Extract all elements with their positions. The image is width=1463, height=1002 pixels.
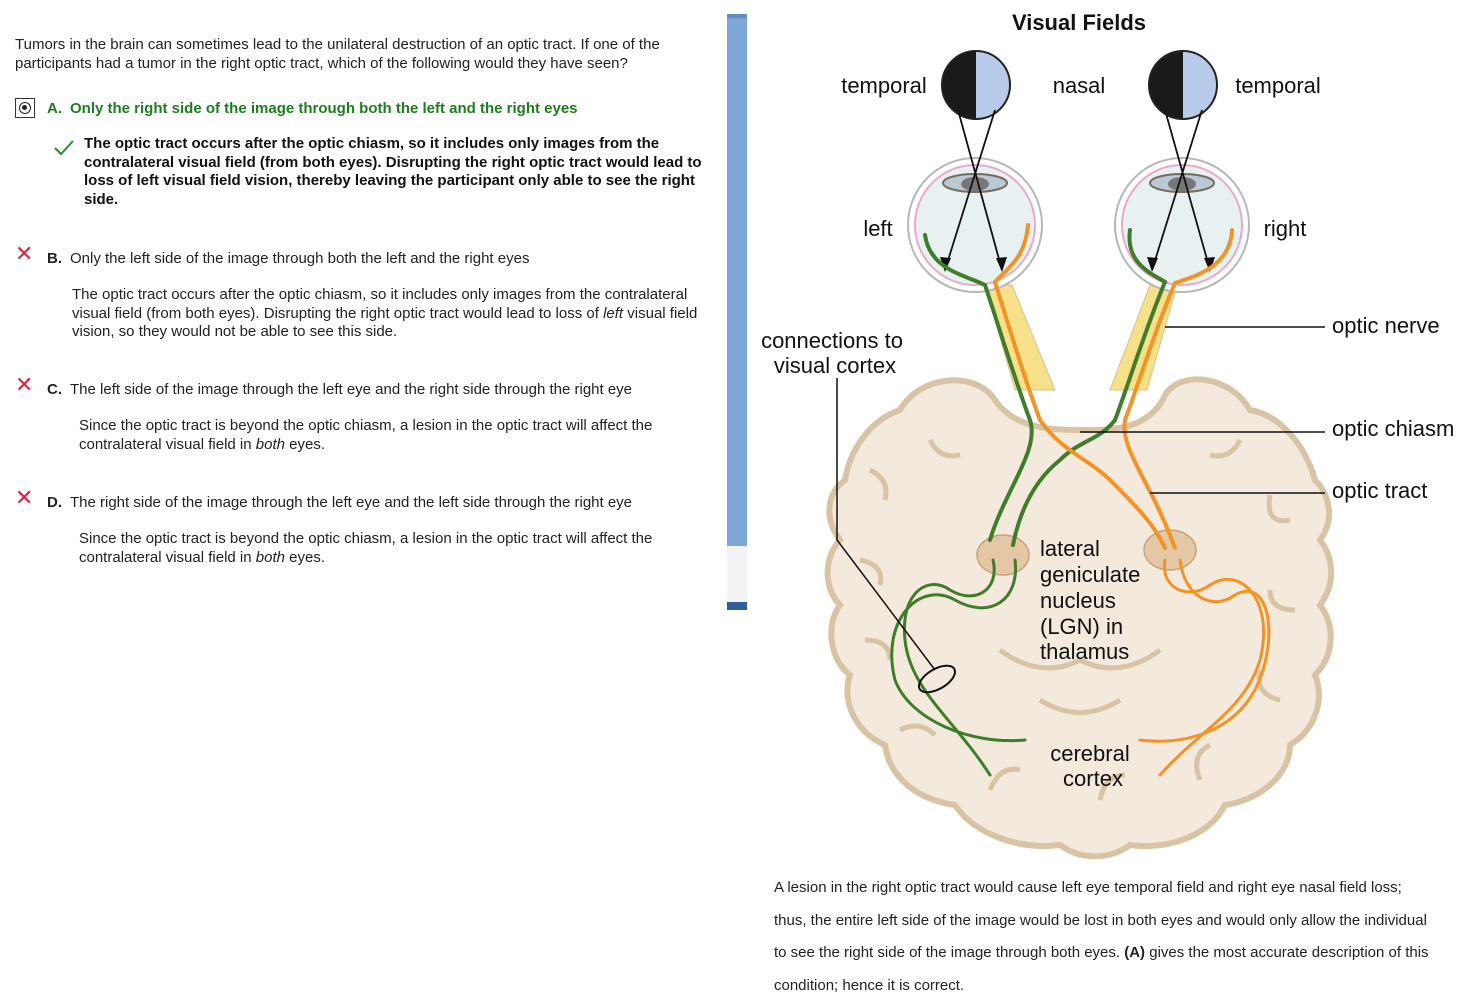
label-cortex-1: cerebral — [1050, 741, 1129, 766]
diagram-title: Visual Fields — [1012, 10, 1146, 35]
choice-d-explanation-em: both — [255, 548, 285, 566]
label-optic-chiasm: optic chiasm — [1332, 416, 1454, 441]
caption-pre: A lesion in the right optic tract would … — [774, 879, 1427, 961]
choice-d-explanation-pre: Since the optic tract is beyond the opti… — [79, 530, 653, 566]
visual-pathway-diagram: Visual Fields temporal nasal temporal le… — [761, 10, 1454, 860]
right-eyeball — [1114, 157, 1250, 293]
choice-c-letter: C. — [47, 381, 62, 398]
label-lgn-3: nucleus — [1040, 588, 1116, 613]
choice-d-explanation: Since the optic tract is beyond the opti… — [79, 530, 709, 567]
choice-b-text: Only the left side of the image through … — [70, 250, 530, 267]
label-optic-nerve: optic nerve — [1332, 313, 1440, 338]
choice-d-text: The right side of the image through the … — [70, 494, 633, 511]
left-eyeball — [907, 157, 1043, 293]
choice-c-explanation-pre: Since the optic tract is beyond the opti… — [79, 417, 653, 453]
scrollbar[interactable] — [727, 14, 747, 610]
left-visual-field — [941, 50, 1011, 120]
choice-d-letter: D. — [47, 494, 62, 511]
inner-fold — [998, 647, 1162, 715]
label-temporal-right: temporal — [1235, 73, 1321, 98]
x-mark-icon: ✕ — [15, 372, 34, 397]
choice-a-radio[interactable] — [15, 98, 35, 118]
choice-d-explanation-post: eyes. — [284, 548, 325, 566]
brain-section — [824, 376, 1335, 860]
label-lgn-4: (LGN) in — [1040, 614, 1123, 639]
scroll-down-arrow-icon[interactable] — [727, 602, 747, 610]
arrowheads — [940, 257, 1215, 272]
choice-a[interactable]: A. Only the right side of the image throu… — [47, 99, 578, 118]
label-lgn-2: geniculate — [1040, 562, 1140, 587]
orange-pathway — [992, 223, 1271, 777]
choice-b-explanation-pre: The optic tract occurs after the optic c… — [72, 286, 688, 322]
scroll-up-arrow-icon[interactable] — [727, 14, 747, 18]
x-mark-icon: ✕ — [15, 485, 34, 510]
caption-bold: (A) — [1124, 944, 1146, 961]
choice-d[interactable]: D. The right side of the image through th… — [47, 493, 632, 512]
label-connections-2: visual cortex — [774, 353, 896, 378]
scrollbar-thumb[interactable] — [727, 14, 747, 546]
choice-c-explanation-em: both — [255, 435, 285, 453]
left-lgn — [976, 534, 1030, 576]
explanation-caption: A lesion in the right optic tract would … — [774, 872, 1434, 1002]
label-temporal-left: temporal — [841, 73, 927, 98]
choice-a-text: Only the right side of the image through… — [70, 100, 578, 117]
choice-c-text: The left side of the image through the l… — [70, 381, 633, 398]
choice-a-explanation: The optic tract occurs after the optic c… — [84, 135, 702, 208]
label-right-eye: right — [1264, 216, 1307, 241]
choice-b-explanation-em: left — [603, 304, 624, 322]
choice-b-explanation-post: visual field vision, so they would not b… — [72, 304, 698, 341]
choice-b[interactable]: B. Only the left side of the image throug… — [47, 249, 529, 268]
label-lgn-1: lateral — [1040, 536, 1100, 561]
label-left-eye: left — [863, 216, 892, 241]
label-optic-tract: optic tract — [1332, 478, 1427, 503]
choice-a-letter: A. — [47, 100, 62, 117]
x-mark-icon: ✕ — [15, 241, 34, 266]
checkmark-icon — [54, 140, 74, 156]
right-visual-field — [1148, 50, 1218, 120]
choice-c[interactable]: C. The left side of the image through the… — [47, 380, 632, 399]
label-nasal: nasal — [1053, 73, 1106, 98]
choice-c-explanation-post: eyes. — [284, 435, 325, 453]
label-cortex-2: cortex — [1063, 766, 1123, 791]
brain-gyri — [859, 438, 1296, 801]
radio-selected-icon — [19, 102, 31, 114]
leader-lines — [836, 326, 1325, 671]
lesion-marker — [917, 664, 957, 694]
choice-b-letter: B. — [47, 250, 62, 267]
field-arrows — [944, 109, 1211, 271]
label-connections-1: connections to — [761, 328, 903, 353]
label-lgn-5: thalamus — [1040, 639, 1129, 664]
choice-c-explanation: Since the optic tract is beyond the opti… — [79, 417, 709, 454]
question-text: Tumors in the brain can sometimes lead t… — [15, 36, 660, 72]
caption-post: gives the most accurate description of t… — [774, 944, 1429, 994]
left-optic-nerve — [984, 284, 1056, 391]
green-pathway — [890, 228, 1168, 777]
choice-b-explanation: The optic tract occurs after the optic c… — [72, 286, 702, 342]
